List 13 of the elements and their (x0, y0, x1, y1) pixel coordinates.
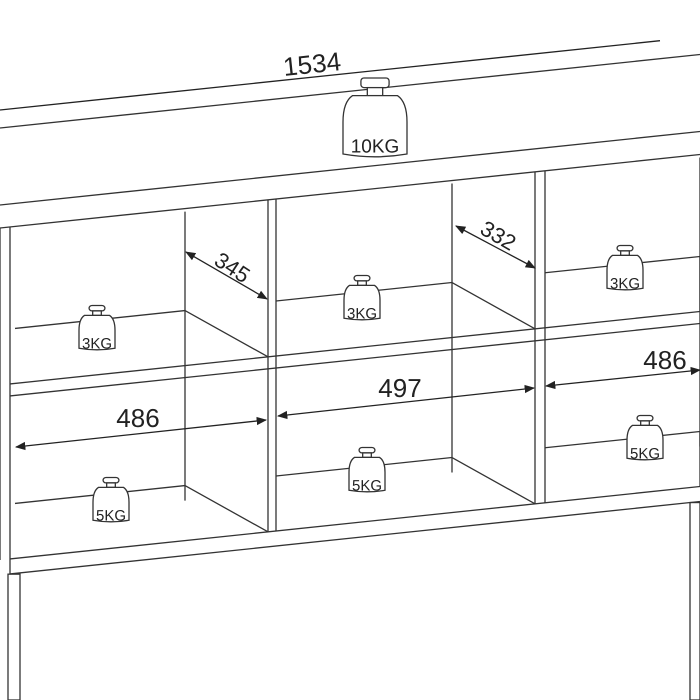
dimension-value: 345 (210, 248, 254, 288)
dimension-value: 1534 (282, 48, 342, 80)
weight-label: 5KG (630, 446, 660, 462)
weight-label: 10KG (350, 138, 400, 156)
weight-label: 5KG (352, 478, 382, 494)
dimension-value: 486 (116, 405, 160, 431)
weight-label: 3KG (347, 306, 377, 322)
dimension-value: 486 (643, 347, 687, 373)
dimension-value: 497 (378, 375, 422, 401)
weight-label: 5KG (96, 508, 126, 524)
weight-label: 3KG (610, 276, 640, 292)
dimension-value: 332 (476, 217, 520, 255)
weight-label: 3KG (82, 336, 112, 352)
